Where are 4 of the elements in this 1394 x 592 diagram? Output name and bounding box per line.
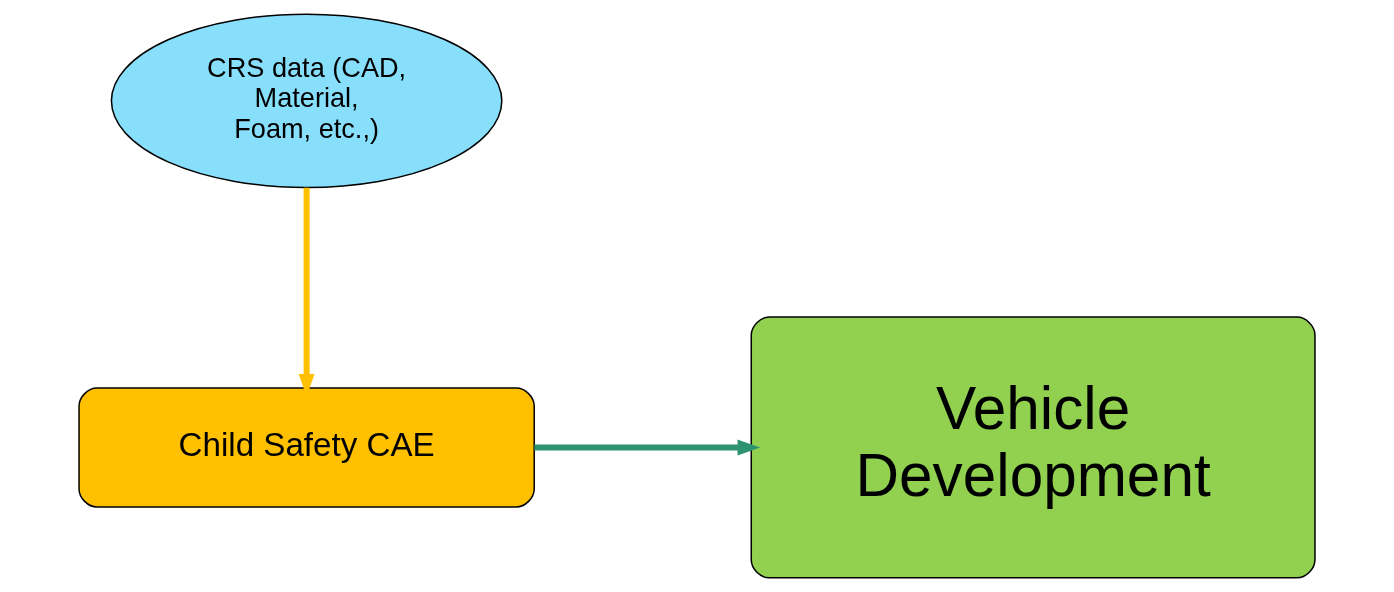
node-box: Vehicle Development [750, 316, 1316, 579]
node-ellipse: CRS data (CAD, Material, Foam, etc.,) [110, 13, 503, 189]
arrow [534, 439, 761, 456]
node-box: Child Safety CAE [78, 387, 535, 508]
